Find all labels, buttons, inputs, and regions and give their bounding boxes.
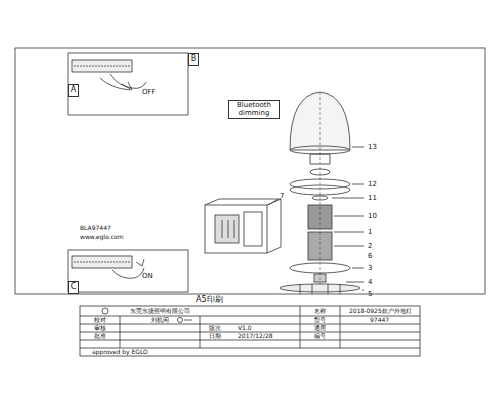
table-cell: 审核 bbox=[94, 325, 106, 331]
callout-number: 13 bbox=[368, 144, 377, 151]
inset-frame bbox=[68, 53, 188, 115]
tube-lower bbox=[308, 232, 332, 260]
callout-number: 10 bbox=[368, 213, 377, 220]
table-cell: 编号 bbox=[314, 333, 326, 339]
ground-surface bbox=[280, 284, 360, 292]
callout-number: 11 bbox=[368, 195, 377, 202]
bluetooth-box: Bluetooth dimming bbox=[228, 100, 280, 119]
table-cell: 刘机闲 bbox=[151, 317, 169, 323]
table-cell: 版次 bbox=[209, 325, 221, 331]
node-text: C bbox=[70, 283, 77, 292]
callout-number: 4 bbox=[368, 279, 372, 286]
node-text: A bbox=[70, 86, 77, 95]
table-cell: 97447 bbox=[370, 317, 389, 323]
callout-number: 2 bbox=[368, 243, 372, 250]
node-text: B bbox=[190, 55, 197, 64]
table-cell: V1.0 bbox=[238, 325, 252, 331]
table-cell: 名称 bbox=[314, 308, 326, 314]
callout-number: 6 bbox=[368, 253, 372, 260]
note-text: ON bbox=[142, 273, 153, 280]
note-text: www.eglo.com bbox=[80, 234, 124, 240]
note-text: OFF bbox=[142, 89, 156, 96]
note-text: A5印刷 bbox=[196, 296, 223, 304]
table-cell: 2017/12/28 bbox=[238, 333, 273, 339]
switch-strip bbox=[72, 256, 132, 268]
callout-number: 5 bbox=[368, 291, 372, 298]
inset-frame bbox=[68, 250, 188, 292]
sheet-frame bbox=[15, 48, 485, 294]
switch-strip bbox=[72, 60, 132, 72]
inset-letter-box: C bbox=[68, 281, 79, 294]
inset-letter-box: A bbox=[68, 84, 79, 97]
junction-box bbox=[205, 205, 267, 253]
table-cell: approved by EGLO bbox=[92, 349, 148, 355]
table-cell: 型号 bbox=[314, 317, 326, 323]
table-cell: 日期 bbox=[209, 333, 221, 339]
node-text: Bluetooth dimming bbox=[230, 102, 278, 117]
table-cell: 2018-0925款户外地灯 bbox=[349, 308, 412, 314]
table-cell: 批准 bbox=[94, 333, 106, 339]
callout-number: 7 bbox=[280, 193, 284, 200]
table-cell: 通用 bbox=[314, 325, 326, 331]
callout-number: 12 bbox=[368, 181, 377, 188]
hand bbox=[110, 74, 146, 88]
title-block bbox=[80, 306, 420, 356]
note-text: BLA97447 bbox=[80, 225, 111, 231]
callout-number: 3 bbox=[368, 265, 372, 272]
table-cell: 东莞东捷照明有限公司 bbox=[130, 308, 190, 314]
callout-number: 1 bbox=[368, 229, 372, 236]
inset-letter-box: B bbox=[188, 53, 199, 66]
lamp-shade bbox=[290, 92, 350, 150]
table-cell: 校对 bbox=[94, 317, 106, 323]
